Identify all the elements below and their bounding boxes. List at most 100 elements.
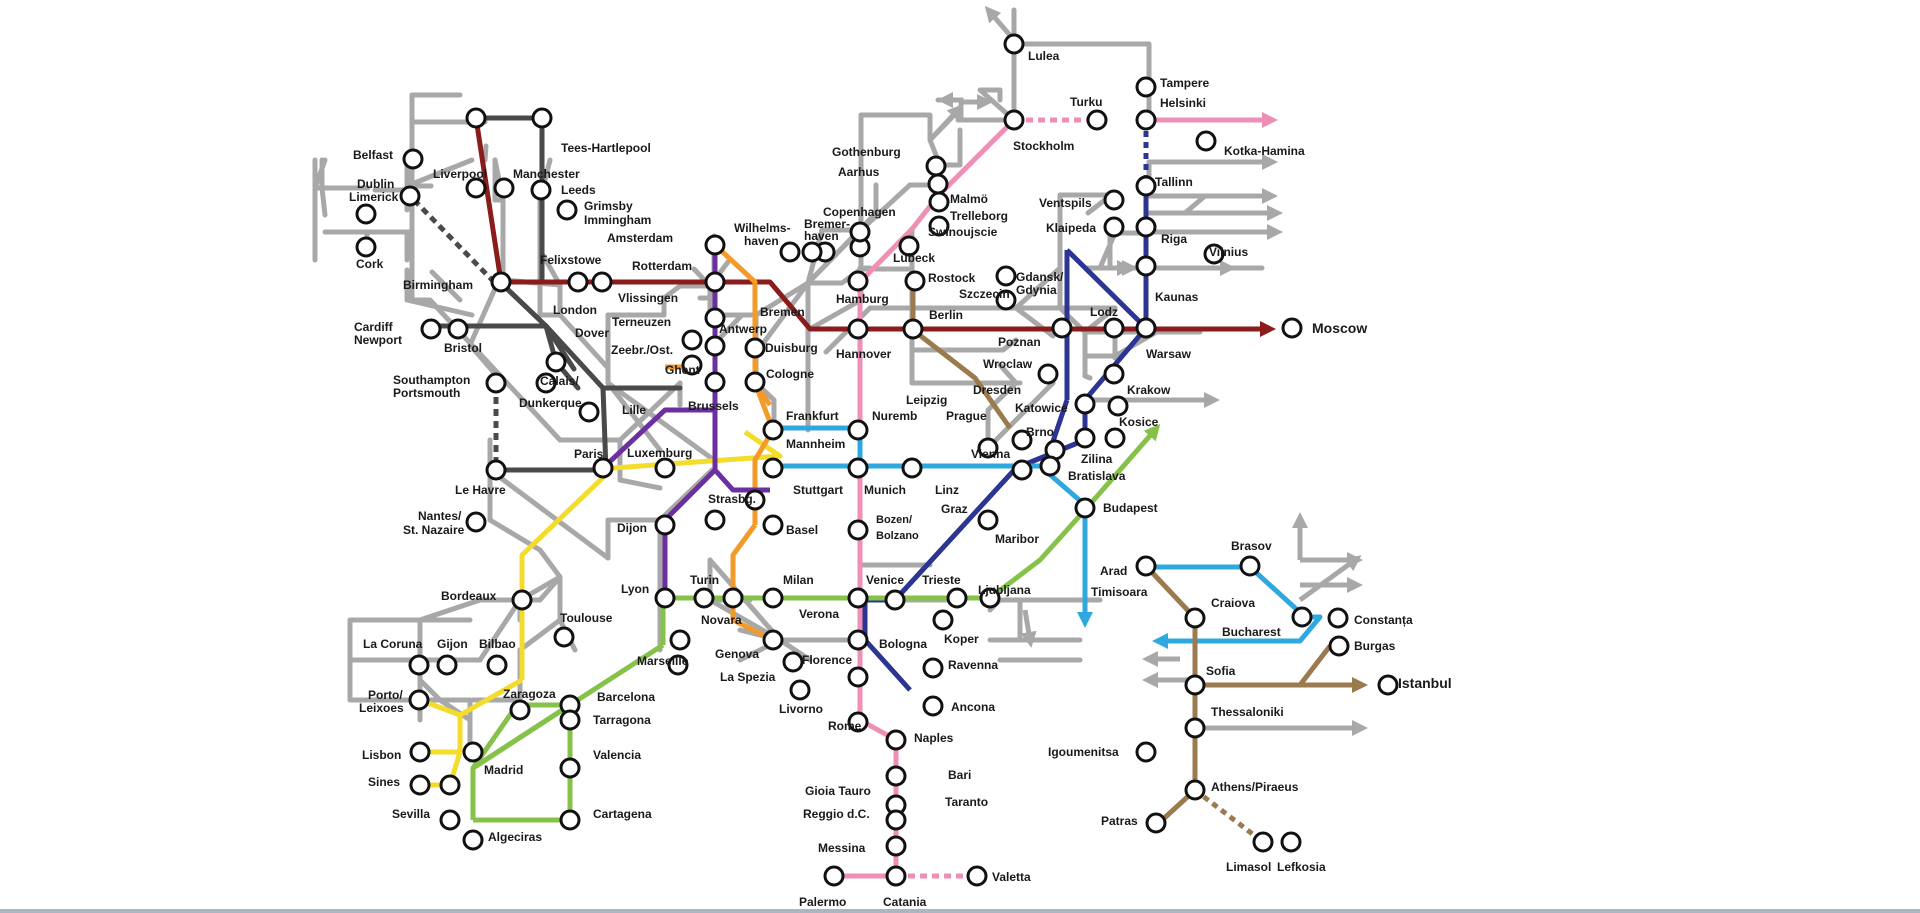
label-sofia: Sofia [1206,664,1236,678]
label-hamburg: Hamburg [836,292,889,306]
station-circle-icon [559,757,581,779]
label-gdynia: Gdynia [1016,283,1057,297]
label-manchester: Manchester [513,167,580,181]
station-circle-icon [904,270,926,292]
label-zeebr: Zeebr./Ost. [611,343,673,357]
label-aarhus: Aarhus [838,165,880,179]
label-koper: Koper [944,632,979,646]
label-livorno: Livorno [779,702,823,716]
label-turin: Turin [690,573,719,587]
station-circle-icon [977,437,999,459]
label-maribor: Maribor [995,532,1039,546]
station-circle-icon [762,514,784,536]
label-timisoara: Timisoara [1091,585,1148,599]
label-frankfurt: Frankfurt [786,409,839,423]
station-circle-icon [465,107,487,129]
arrow-head-icon [928,104,964,142]
station-circle-icon [922,695,944,717]
dark-line-segment [543,323,606,391]
station-circle-icon [1074,393,1096,415]
navy-line-segment [1065,248,1148,330]
station-circle-icon [779,241,801,263]
station-circle-icon [465,511,487,533]
station-circle-icon [1135,555,1157,577]
station-circle-icon [1291,606,1313,628]
label-turku: Turku [1070,95,1102,109]
station-circle-icon [928,215,950,237]
label-lille: Lille [622,403,646,417]
station-circle-icon [654,587,676,609]
station-circle-icon [847,419,869,441]
arrow-head-icon [1020,609,1037,648]
station-circle-icon [1103,216,1125,238]
dark-dashed-segment [412,198,497,285]
label-immingham: Immingham [584,213,651,227]
station-circle-icon [409,774,431,796]
label-rome: Rome [828,719,862,733]
label-lodz: Lodz [1090,305,1118,319]
grey-line-segment [319,185,328,218]
label-novara: Novara [701,613,742,627]
station-circle-icon [995,289,1017,311]
label-gioia-tauro: Gioia Tauro [805,784,871,798]
label-lyon: Lyon [621,582,649,596]
station-circle-icon [1074,427,1096,449]
bottom-edge-bar [0,909,1920,913]
station-circle-icon [704,509,726,531]
label-istanbul: Istanbul [1398,675,1452,691]
station-circle-icon [885,835,907,857]
label-tampere: Tampere [1160,76,1209,90]
station-circle-icon [1184,674,1206,696]
label-bremerhaven-1: Bremer- [804,217,850,231]
station-circle-icon [902,318,924,340]
label-zaragoza: Zaragoza [503,687,556,701]
station-circle-icon [847,318,869,340]
station-circle-icon [946,587,968,609]
label-toulouse: Toulouse [560,611,613,625]
label-liverpool: Liverpool [433,167,487,181]
label-leeds: Leeds [561,183,596,197]
station-circle-icon [762,587,784,609]
label-lisbon: Lisbon [362,748,401,762]
grey-line-segment [1146,193,1208,216]
label-wroclaw: Wroclaw [983,357,1033,371]
label-algeciras: Algeciras [488,830,542,844]
station-circle-icon [1104,427,1126,449]
station-circle-icon [1252,831,1274,853]
grey-line-segment [537,547,563,580]
station-circle-icon [762,419,784,441]
grey-line-segment [805,297,864,333]
station-circle-icon [402,148,424,170]
label-naples: Naples [914,731,954,745]
label-dunkerque: Dunkerque [519,396,582,410]
label-belfast: Belfast [353,148,393,162]
label-warsaw: Warsaw [1146,347,1192,361]
grey-line-segment [605,380,663,453]
station-circle-icon [486,654,508,676]
station-circle-icon [1003,33,1025,55]
label-dover: Dover [575,326,609,340]
label-cologne: Cologne [766,367,814,381]
label-cartagena: Cartagena [593,807,652,821]
brown-line-segment [1298,644,1332,687]
station-circle-icon [823,865,845,887]
station-circle-icon [1195,130,1217,152]
station-circle-icon [1239,555,1261,577]
station-circle-icon [1135,255,1157,277]
station-circle-icon [545,351,567,373]
station-circle-icon [847,519,869,541]
station-circle-icon [654,514,676,536]
station-circle-icon [559,709,581,731]
label-rotterdam: Rotterdam [632,259,692,273]
station-circle-icon [898,235,920,257]
station-circle-icon [1103,363,1125,385]
station-circle-icon [485,372,507,394]
station-circle-icon [1135,317,1157,339]
station-circle-icon [485,459,507,481]
station-circle-icon [530,179,552,201]
station-circle-icon [932,609,954,631]
label-cork: Cork [356,257,384,271]
station-circle-icon [744,371,766,393]
label-dresden: Dresden [973,383,1021,397]
